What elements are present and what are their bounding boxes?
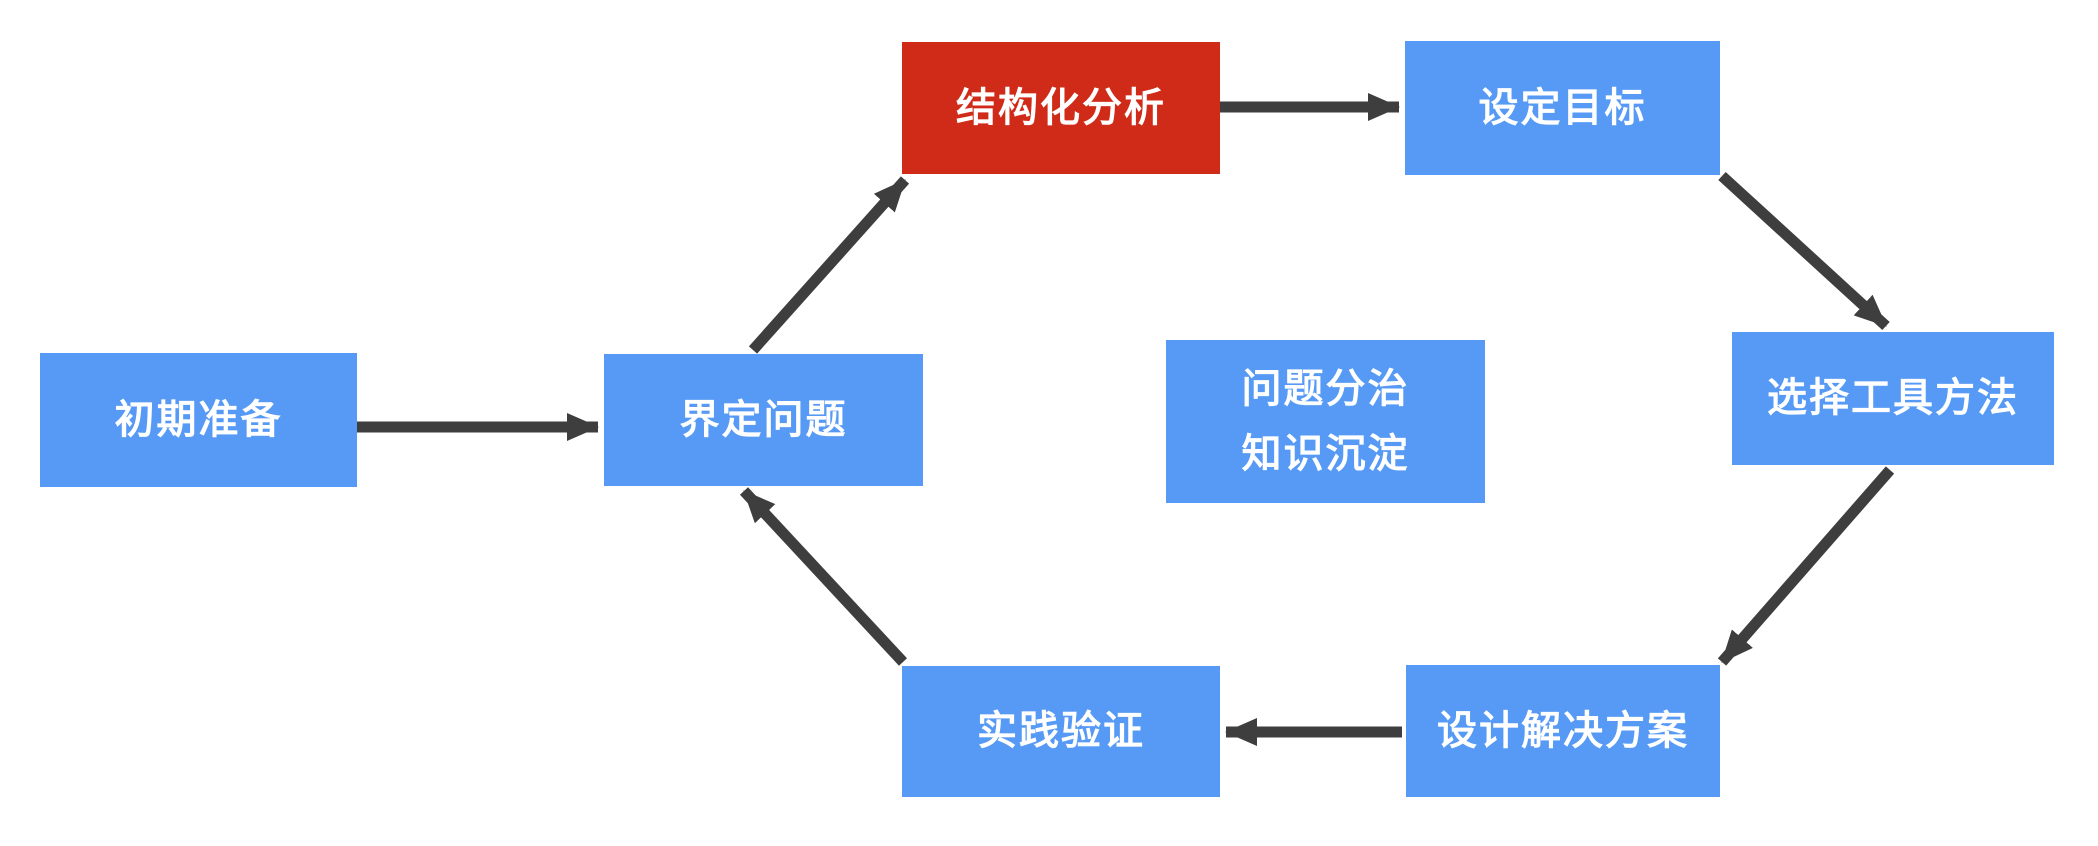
node-set-goals[interactable]: 设定目标 [1405, 41, 1720, 175]
arrow-define-problem-to-structured-analysis [748, 176, 910, 354]
node-set-goals-label: 设定目标 [1478, 85, 1647, 130]
arrow-group [357, 93, 1895, 746]
node-initial-preparation[interactable]: 初期准备 [40, 353, 357, 487]
node-select-tools-methods-label: 选择工具方法 [1767, 376, 2019, 421]
node-problem-divide-knowledge-deposit-label: 问题分治 知识沉淀 [1241, 366, 1410, 476]
node-practice-verification[interactable]: 实践验证 [902, 666, 1220, 797]
node-define-problem-label: 界定问题 [679, 397, 848, 442]
node-design-solution-label: 设计解决方案 [1437, 708, 1689, 753]
node-structured-analysis-label: 结构化分析 [956, 85, 1166, 130]
node-define-problem[interactable]: 界定问题 [604, 354, 923, 486]
arrow-set-goals-to-select-tools [1718, 171, 1890, 331]
arrow-practice-verify-to-define-problem [739, 487, 908, 666]
node-initial-preparation-label: 初期准备 [114, 397, 283, 442]
node-design-solution[interactable]: 设计解决方案 [1406, 665, 1720, 797]
arrow-select-tools-to-design-solution [1717, 466, 1895, 666]
node-practice-verification-label: 实践验证 [977, 709, 1145, 754]
node-structured-analysis[interactable]: 结构化分析 [902, 42, 1220, 174]
node-problem-divide-knowledge-deposit[interactable]: 问题分治 知识沉淀 [1166, 340, 1485, 503]
node-select-tools-methods[interactable]: 选择工具方法 [1732, 332, 2054, 465]
